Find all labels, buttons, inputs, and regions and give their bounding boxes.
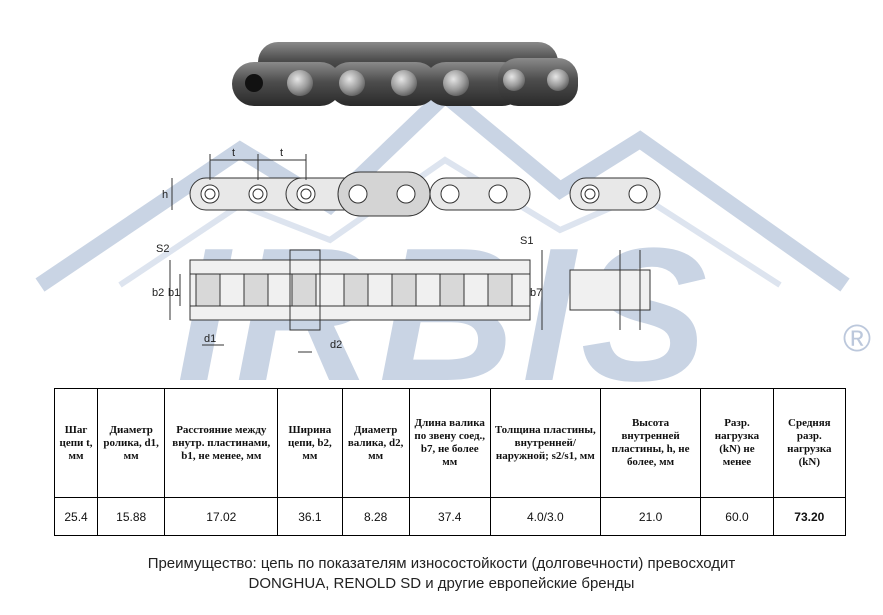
label-b1: b1 <box>168 287 180 299</box>
cell-pin-diameter: 8.28 <box>341 497 410 536</box>
label-b7: b7 <box>530 287 542 299</box>
cell-breaking-load: 60.0 <box>700 497 774 536</box>
label-s2: S2 <box>156 243 169 255</box>
chain-photo <box>232 42 578 106</box>
header-roller-diameter: Диаметр ролика, d1, мм <box>97 388 166 498</box>
cell-roller-diameter: 15.88 <box>97 497 166 536</box>
header-chain-width: Ширина цепи, b2, мм <box>277 388 343 498</box>
cell-plate-height: 21.0 <box>599 497 702 536</box>
label-d1: d1 <box>204 333 216 345</box>
spec-table: Шаг цепи t, мм Диаметр ролика, d1, мм Ра… <box>53 388 847 536</box>
header-inner-width: Расстояние между внутр. пластинами, b1, … <box>164 388 279 498</box>
table-row: 25.4 15.88 17.02 36.1 8.28 37.4 4.0/3.0 … <box>53 497 847 536</box>
cell-pin-length: 37.4 <box>408 497 491 536</box>
label-pitch-1: t <box>232 147 235 159</box>
header-plate-thickness: Толщина пластины, внутренней/ наружной; … <box>489 388 601 498</box>
header-pitch: Шаг цепи t, мм <box>53 388 99 498</box>
header-breaking-load: Разр. нагрузка (kN) не менее <box>700 388 774 498</box>
label-s1: S1 <box>520 235 533 247</box>
cell-plate-thickness: 4.0/3.0 <box>489 497 601 536</box>
label-d2: d2 <box>330 339 342 351</box>
label-b2: b2 <box>152 287 164 299</box>
header-pin-diameter: Диаметр валика, d2, мм <box>341 388 410 498</box>
advantage-line-1: Преимущество: цепь по показателям износо… <box>147 555 736 572</box>
label-pitch-2: t <box>280 147 283 159</box>
chain-technical-drawing: t t h S2 S1 b2 b1 b7 d1 d2 <box>152 147 661 353</box>
cell-inner-width: 17.02 <box>164 497 279 536</box>
header-plate-height: Высота внутренней пластины, h, не более,… <box>599 388 702 498</box>
header-avg-breaking-load: Средняя разр. нагрузка (kN) <box>772 388 847 498</box>
registered-mark: ® <box>843 318 871 360</box>
table-header-row: Шаг цепи t, мм Диаметр ролика, d1, мм Ра… <box>53 388 847 498</box>
cell-pitch: 25.4 <box>53 497 99 536</box>
label-h: h <box>162 189 168 201</box>
cell-avg-breaking-load: 73.20 <box>772 497 847 536</box>
cell-chain-width: 36.1 <box>277 497 343 536</box>
advantage-line-2: DONGHUA, RENOLD SD и другие европейские … <box>248 575 635 592</box>
header-pin-length: Длина валика по звену соед., b7, не боле… <box>408 388 491 498</box>
advantage-text: Преимущество: цепь по показателям износо… <box>0 554 883 594</box>
